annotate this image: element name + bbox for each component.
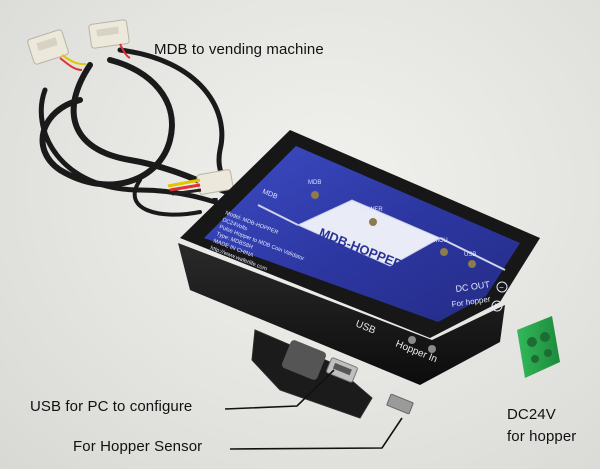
led-power-label: POWER [360,207,383,213]
mdb-connector-right [88,19,130,49]
dc-out-label: DC OUT [455,279,491,294]
dc-plus-symbol: + [493,301,498,311]
mount-slot [281,340,327,380]
led-mcu-label: MCU [434,238,448,244]
caption-dc-line2: for hopper [507,428,577,445]
led-usb-label: USB [464,252,476,258]
caption-mdb: MDB to vending machine [154,41,324,58]
caption-dc-line1: DC24V [507,406,556,423]
leader-lines [224,369,403,450]
dc-terminal-block [517,316,560,378]
connector-wires [59,43,131,71]
caption-usb: USB for PC to configure [30,398,193,415]
led-power-icon [369,218,377,226]
dc-minus-symbol: − [499,283,504,292]
led-indicators [311,191,476,268]
usb-port [326,357,358,383]
led-usb-icon [468,260,476,268]
hopper-sensor-port [386,393,414,415]
led-mcu-icon [440,248,448,256]
device-side [178,243,505,385]
mdb-connector-left [27,29,69,65]
led-mdb-label: MDB [308,180,321,186]
caption-dc24v: DC24V for hopper [507,404,576,448]
led-mdb-icon [311,191,319,199]
caption-hopper-sensor: For Hopper Sensor [73,438,203,455]
